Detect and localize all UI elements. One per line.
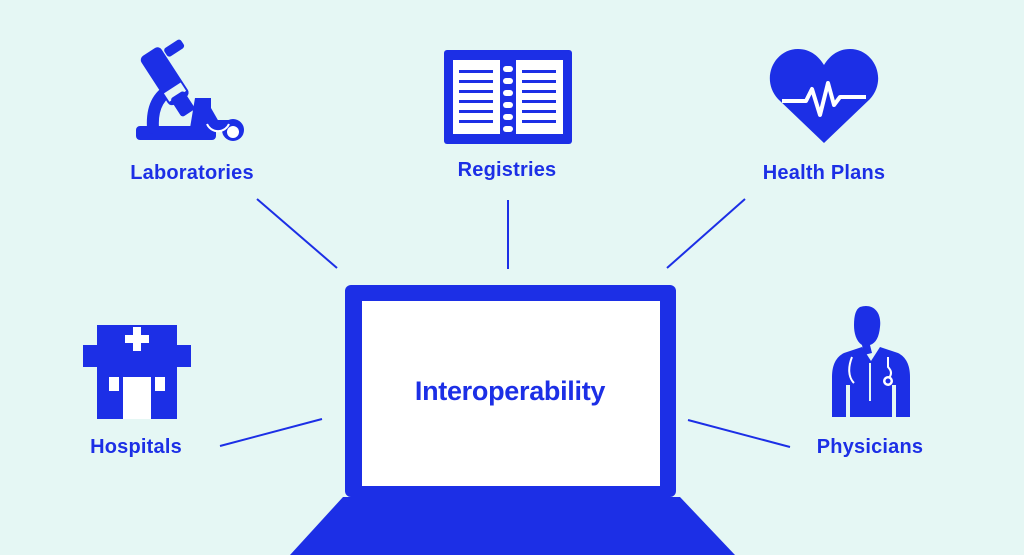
label-physicians: Physicians xyxy=(816,436,924,458)
label-laboratories: Laboratories xyxy=(130,162,254,184)
heart-pulse-icon xyxy=(769,49,879,143)
connector-physicians xyxy=(687,419,791,448)
book-icon xyxy=(444,50,572,144)
label-health-plans: Health Plans xyxy=(762,162,886,184)
label-registries: Registries xyxy=(457,159,557,181)
physician-icon xyxy=(832,305,910,417)
center-label: Interoperability xyxy=(414,376,606,406)
hospital-icon xyxy=(83,325,191,419)
microscope-icon xyxy=(136,39,244,141)
connector-hospitals xyxy=(219,418,323,447)
connector-laboratories xyxy=(256,198,338,269)
label-hospitals: Hospitals xyxy=(90,436,182,458)
connector-health-plans xyxy=(666,198,746,269)
